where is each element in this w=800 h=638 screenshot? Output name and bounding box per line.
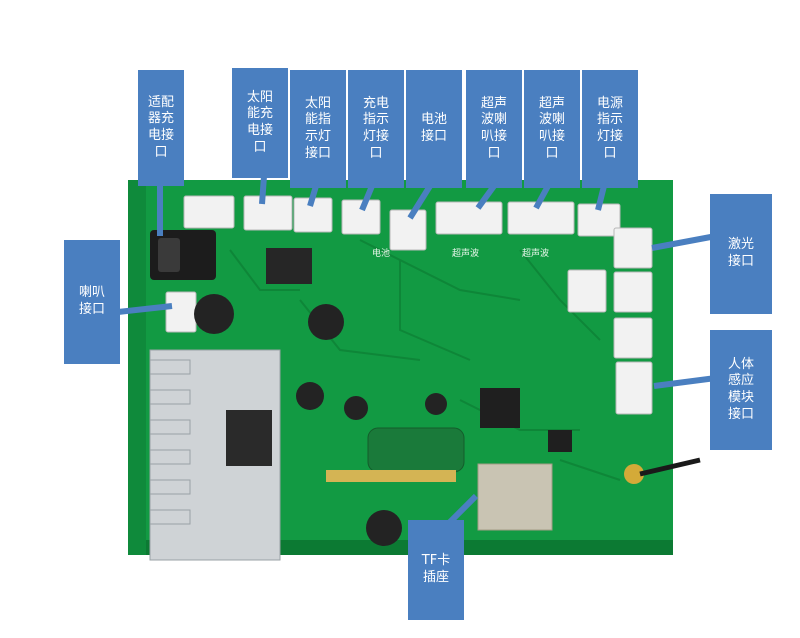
pointer-laser	[651, 233, 717, 251]
callout-laser-port: 激光 接口	[710, 194, 772, 314]
connector-ultrasonic-1	[435, 201, 503, 235]
connector-right-3	[613, 317, 653, 359]
callout-adapter-charge-port: 适配 器充 电接 口	[138, 70, 184, 186]
capacitors	[194, 294, 447, 546]
mcu-chip	[480, 388, 520, 428]
callout-solar-light-port: 太阳 能指 示灯 接口	[290, 70, 346, 188]
capacitor	[425, 393, 447, 415]
pcb-left-strip	[128, 180, 146, 555]
connector-adapter	[183, 195, 235, 229]
pointer-solar-light	[307, 185, 319, 207]
antenna-cable	[639, 457, 701, 477]
pointer-power-light	[595, 185, 607, 211]
right-connectors	[567, 227, 653, 415]
heatsink-fin	[149, 449, 191, 465]
callout-body-sensor-port: 人体 感应 模块 接口	[710, 330, 772, 450]
heatsink-fin	[149, 479, 191, 495]
heatsink-fin	[149, 509, 191, 525]
connector-charge-light	[341, 199, 381, 235]
silk-ultrasonic-label-1: 超声波	[452, 247, 479, 259]
callout-speaker-port: 喇叭 接口	[64, 240, 120, 364]
callout-tf-card-socket: TF卡 插座	[408, 520, 464, 620]
tf-card-socket	[477, 463, 553, 531]
connector-right-2	[613, 271, 653, 313]
capacitor	[366, 510, 402, 546]
pointer-ultrasonic-2	[533, 184, 551, 210]
antenna-module	[326, 470, 456, 482]
pointer-charge-light	[359, 184, 375, 212]
connector-body-sensor	[615, 361, 653, 415]
callout-charge-light-port: 充电 指示 灯接 口	[348, 70, 404, 188]
connector-speaker	[165, 291, 197, 333]
capacitor	[308, 304, 344, 340]
connector-ultrasonic-2	[507, 201, 575, 235]
capacitor	[194, 294, 234, 334]
small-chip	[548, 430, 572, 452]
mosfet-chip	[266, 248, 312, 284]
heatsink-fin	[149, 419, 191, 435]
callout-battery-port: 电池 接口	[406, 70, 462, 188]
dc-jack-ring	[158, 238, 180, 272]
connector-solar-charge	[243, 195, 293, 231]
callout-power-light-port: 电源 指示 灯接 口	[582, 70, 638, 188]
pointer-speaker	[117, 303, 173, 315]
pointer-ultrasonic-1	[475, 184, 497, 210]
callout-ultrasonic-speaker-port-2: 超声 波喇 叭接 口	[524, 70, 580, 188]
pointer-solar-charge	[259, 175, 267, 205]
capacitor	[344, 396, 368, 420]
silk-battery-label: 电池	[372, 247, 390, 259]
connector-mid-right	[567, 269, 607, 313]
connector-laser	[613, 227, 653, 269]
pointer-battery	[407, 184, 433, 220]
regulator-chip	[226, 410, 272, 466]
antenna-connector	[624, 464, 644, 484]
spring-antenna	[367, 427, 465, 473]
capacitor	[296, 382, 324, 410]
pointer-body-sensor	[653, 375, 717, 389]
connector-battery	[389, 209, 427, 251]
heatsink-fin	[149, 389, 191, 405]
callout-solar-charge-port: 太阳 能充 电接 口	[232, 68, 288, 178]
silk-ultrasonic-label-2: 超声波	[522, 247, 549, 259]
callout-ultrasonic-speaker-port-1: 超声 波喇 叭接 口	[466, 70, 522, 188]
heatsink-fin	[149, 359, 191, 375]
